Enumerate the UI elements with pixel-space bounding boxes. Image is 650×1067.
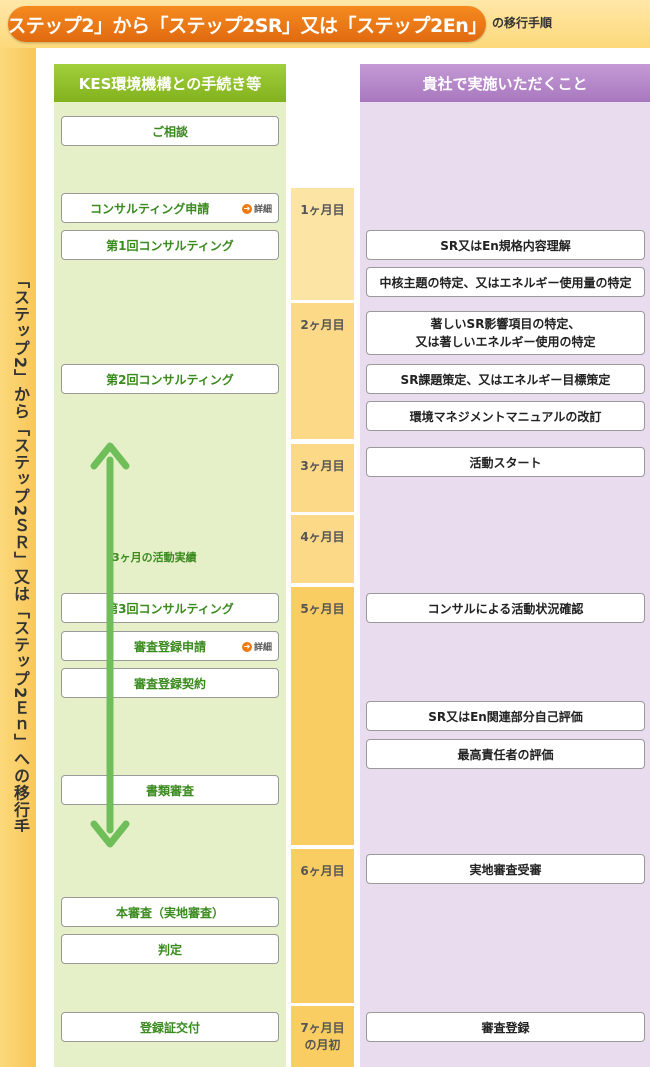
step-consulting-2[interactable]: 第2回コンサルティング [61, 364, 279, 394]
arrow-right-icon: ➜ [241, 203, 252, 214]
month-5: 5ヶ月目 [291, 587, 354, 845]
side-label: 「ステップ2」から「ステップ2ＳＲ」又は「ステップ2Ｅｎ」への移行手順 [11, 272, 30, 832]
month-3: 3ヶ月目 [291, 444, 354, 512]
task-consultant-status-check[interactable]: コンサルによる活動状況確認 [366, 593, 645, 623]
activity-period-arrow [90, 442, 130, 848]
company-tasks-header: 貴社で実施いただくこと [360, 64, 650, 102]
step-certificate-issue[interactable]: 登録証交付 [61, 1012, 279, 1042]
task-significant-impact-identification[interactable]: 著しいSR影響項目の特定、又は著しいエネルギー使用の特定 [366, 311, 645, 355]
page-title-suffix: の移行手順 [492, 16, 553, 30]
month-7: 7ヶ月目の月初 [291, 1006, 354, 1067]
task-standard-understanding[interactable]: SR又はEn規格内容理解 [366, 230, 645, 260]
side-bar [0, 48, 36, 1067]
task-core-subject-identification[interactable]: 中核主題の特定、又はエネルギー使用量の特定 [366, 267, 645, 297]
arrow-right-icon: ➜ [241, 641, 252, 652]
step-registration-application[interactable]: 審査登録申請 ➜詳細 [61, 631, 279, 661]
step-consulting-1[interactable]: 第1回コンサルティング [61, 230, 279, 260]
page-title: 「ステップ2」から「ステップ2SR」又は「ステップ2En」へ [8, 6, 486, 42]
task-self-evaluation[interactable]: SR又はEn関連部分自己評価 [366, 701, 645, 731]
step-consulting-3[interactable]: 第3回コンサルティング [61, 593, 279, 623]
month-6: 6ヶ月目 [291, 849, 354, 1003]
step-judgment[interactable]: 判定 [61, 934, 279, 964]
task-onsite-audit-receiving[interactable]: 実地審査受審 [366, 854, 645, 884]
month-1: 1ヶ月目 [291, 188, 354, 300]
task-activity-start[interactable]: 活動スタート [366, 447, 645, 477]
consulting-application-detail-link[interactable]: ➜詳細 [241, 203, 272, 215]
task-manual-revision[interactable]: 環境マネジメントマニュアルの改訂 [366, 401, 645, 431]
task-top-management-evaluation[interactable]: 最高責任者の評価 [366, 739, 645, 769]
task-registration[interactable]: 審査登録 [366, 1012, 645, 1042]
step-onsite-audit[interactable]: 本審査（実地審査） [61, 897, 279, 927]
step-registration-contract[interactable]: 審査登録契約 [61, 668, 279, 698]
month-2: 2ヶ月目 [291, 303, 354, 439]
month-4: 4ヶ月目 [291, 515, 354, 583]
kes-procedures-header: KES環境機構との手続き等 [54, 64, 286, 102]
step-consulting-application[interactable]: コンサルティング申請 ➜詳細 [61, 193, 279, 223]
step-consultation[interactable]: ご相談 [61, 116, 279, 146]
task-target-setting[interactable]: SR課題策定、又はエネルギー目標策定 [366, 364, 645, 394]
activity-period-label: 3ヶ月の活動実績 [112, 551, 197, 564]
company-tasks-column [360, 64, 650, 1067]
step-document-review[interactable]: 書類審査 [61, 775, 279, 805]
registration-application-detail-link[interactable]: ➜詳細 [241, 641, 272, 653]
